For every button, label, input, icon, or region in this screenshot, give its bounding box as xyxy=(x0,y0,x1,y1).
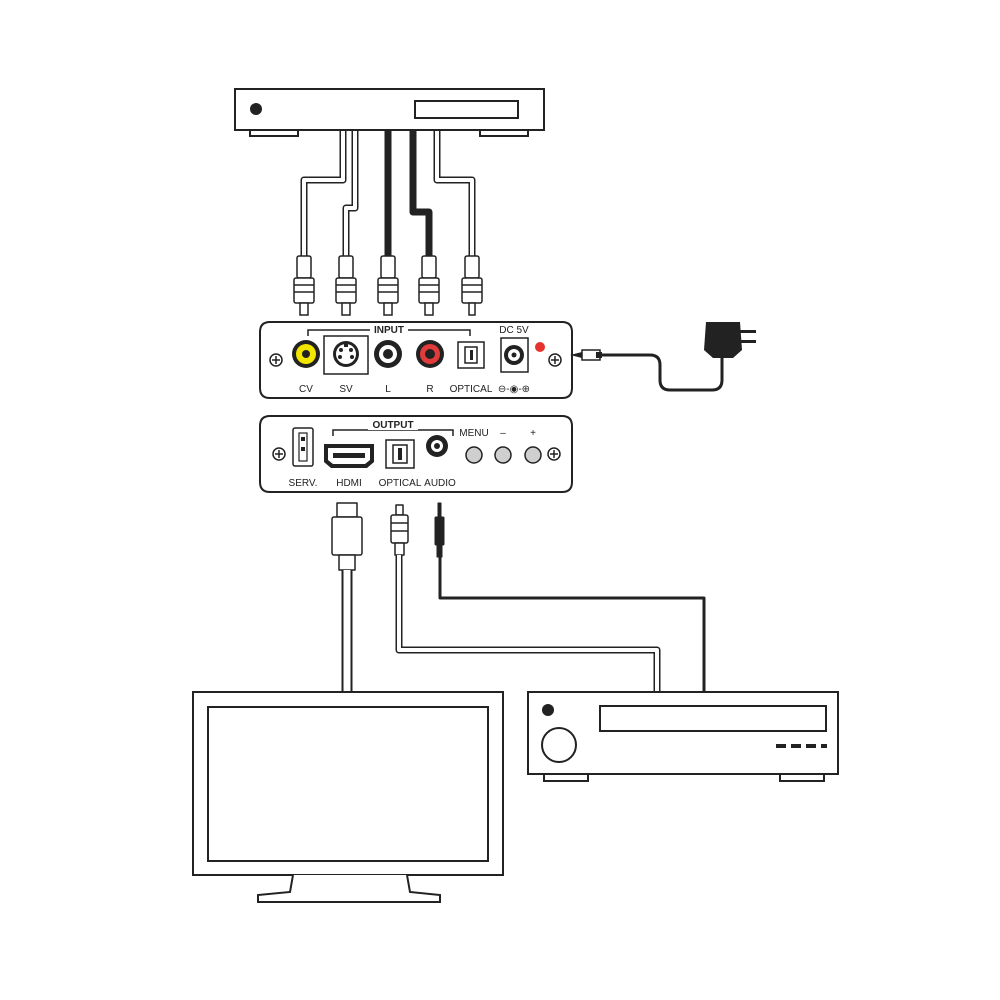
source-foot-right xyxy=(479,129,529,137)
plug-cv xyxy=(293,255,315,316)
cable-r xyxy=(409,131,433,256)
power-plug-tip xyxy=(570,352,582,358)
source-foot-left xyxy=(249,129,299,137)
dc-power-label: DC 5V xyxy=(499,325,529,336)
sv-label: SV xyxy=(339,384,353,395)
usb-service-port[interactable] xyxy=(292,427,314,467)
cable-optical-out xyxy=(395,555,661,692)
receiver-indicator-dashes xyxy=(776,744,827,748)
minus-button-label: – xyxy=(500,428,506,439)
audio-output-label: AUDIO xyxy=(424,478,456,489)
serv-label: SERV. xyxy=(289,478,318,489)
output-section-label: OUTPUT xyxy=(372,420,413,431)
plus-button-label: + xyxy=(530,428,536,439)
input-plugs xyxy=(293,255,483,316)
dc-polarity-symbol: ⊖-◉-⊕ xyxy=(498,384,530,395)
source-player xyxy=(234,88,545,137)
receiver-volume-knob xyxy=(541,727,577,763)
tv-monitor xyxy=(192,691,504,903)
power-adapter xyxy=(570,322,756,392)
r-label: R xyxy=(426,384,433,395)
optical-output-label: OPTICAL xyxy=(379,478,422,489)
optical-input-port[interactable] xyxy=(457,341,485,369)
source-power-button xyxy=(250,103,262,115)
receiver-foot-right xyxy=(779,773,825,782)
audio-r-port[interactable] xyxy=(416,340,444,368)
output-cables xyxy=(331,502,706,692)
receiver-power-button xyxy=(542,704,554,716)
input-cables xyxy=(300,131,476,256)
menu-button-label: MENU xyxy=(459,428,488,439)
cable-cv xyxy=(300,131,347,256)
tv-screen xyxy=(207,706,489,862)
power-adapter-body xyxy=(704,322,742,358)
converter-input-panel: INPUT xyxy=(259,321,573,399)
l-label: L xyxy=(385,384,391,395)
plug-sv xyxy=(335,255,357,316)
screw-icon xyxy=(269,353,283,367)
hdmi-plug xyxy=(331,502,363,571)
sv-port[interactable] xyxy=(323,335,369,375)
cv-port[interactable] xyxy=(292,340,320,368)
source-disc-tray xyxy=(414,100,519,119)
audio-plug xyxy=(434,502,445,558)
plus-button[interactable] xyxy=(524,446,542,464)
hdmi-port[interactable] xyxy=(324,444,374,468)
power-led-icon xyxy=(535,342,545,352)
minus-button[interactable] xyxy=(494,446,512,464)
optical-output-port[interactable] xyxy=(385,439,415,469)
screw-icon xyxy=(547,447,561,461)
receiver-foot-left xyxy=(543,773,589,782)
power-cable xyxy=(600,353,724,392)
screw-icon xyxy=(548,353,562,367)
receiver-display xyxy=(599,705,827,732)
menu-button[interactable] xyxy=(465,446,483,464)
optical-input-label: OPTICAL xyxy=(450,384,493,395)
plug-l xyxy=(377,255,399,316)
dc-power-jack[interactable] xyxy=(500,337,529,373)
audio-output-jack[interactable] xyxy=(426,435,448,457)
hdmi-label: HDMI xyxy=(336,478,362,489)
cv-label: CV xyxy=(299,384,313,395)
cable-audio-out xyxy=(438,556,706,692)
av-receiver xyxy=(527,691,839,782)
cable-optical xyxy=(433,131,476,256)
plug-r xyxy=(418,255,440,316)
audio-l-port[interactable] xyxy=(374,340,402,368)
input-section-label: INPUT xyxy=(374,325,404,336)
tv-stand xyxy=(257,874,441,903)
converter-output-panel: OUTPUT xyxy=(259,415,573,493)
screw-icon xyxy=(272,447,286,461)
optical-plug xyxy=(390,504,409,556)
plug-optical xyxy=(461,255,483,316)
